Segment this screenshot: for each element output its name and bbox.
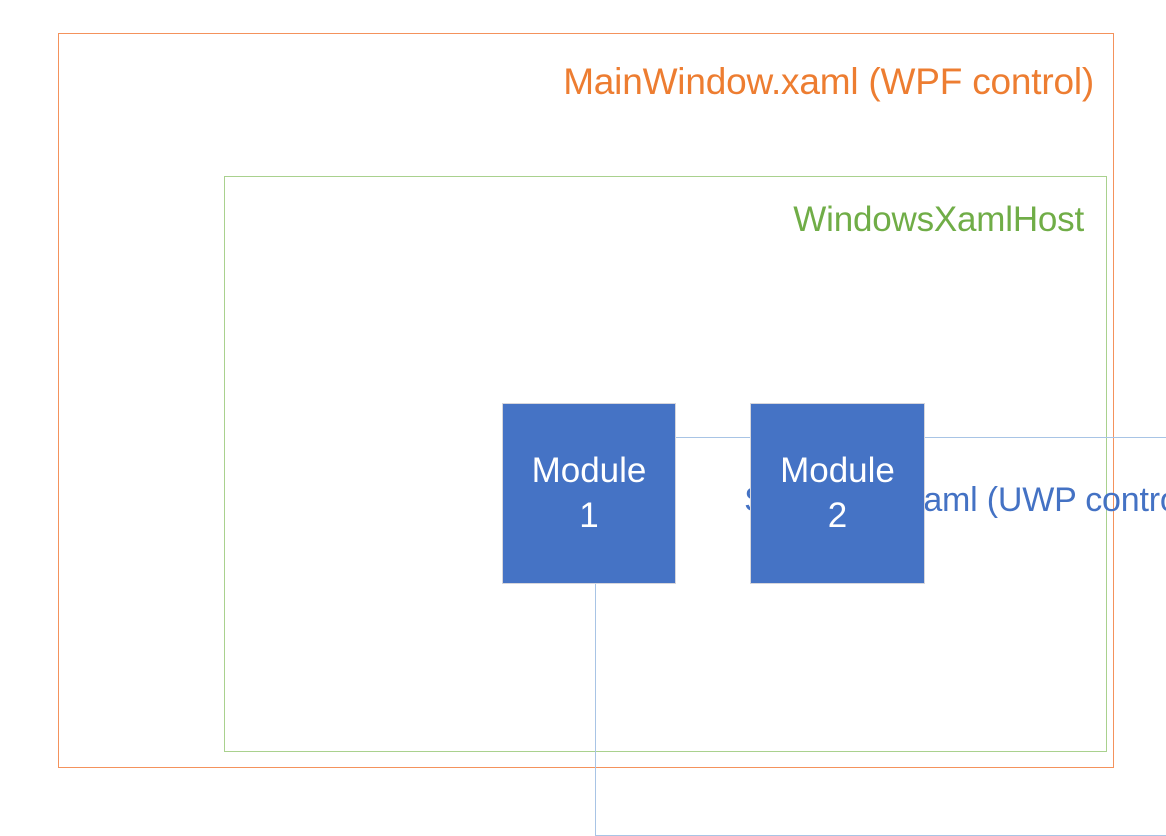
container-main-window-label: MainWindow.xaml (WPF control) [563,61,1094,102]
module-block-2-name: Module [780,450,895,490]
module-block-1-name: Module [531,450,647,490]
module-block-2-index: 2 [827,495,848,535]
module-block-1-index: 1 [579,495,599,535]
container-main-window: MainWindow.xaml (WPF control) WindowsXam… [58,33,1166,836]
diagram-canvas: MainWindow.xaml (WPF control) WindowsXam… [58,33,1166,836]
container-windows-xaml-host-label: WindowsXamlHost [793,200,1084,239]
module-block-1: Module 1 [502,403,676,584]
module-block-2: Module 2 [750,403,925,584]
